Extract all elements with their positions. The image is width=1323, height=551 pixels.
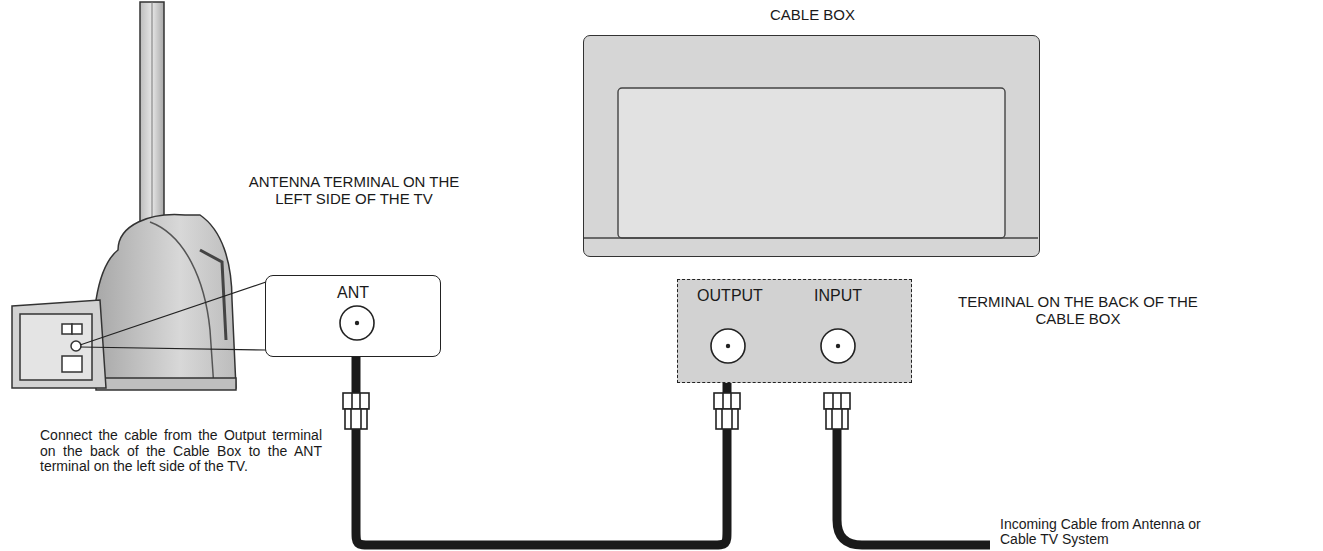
terminal-label: ANT <box>266 276 440 302</box>
tv-illustration <box>12 2 236 390</box>
coax-jack <box>340 306 374 340</box>
heading-label: INPUT <box>790 287 886 305</box>
heading-label: OUTPUT <box>680 287 780 305</box>
antenna-terminal-box: ANTENNA TERMINAL ON THE LEFT SIDE OF THE… <box>265 275 441 357</box>
incoming-cable <box>837 425 990 545</box>
tv-stand <box>96 215 236 388</box>
heading-label: ANTENNA TERMINAL ON THE LEFT SIDE OF THE… <box>246 174 462 208</box>
leader-line <box>80 282 266 350</box>
tv-panel <box>140 2 164 242</box>
coax-jack <box>711 329 745 363</box>
f-connector <box>343 393 369 429</box>
heading-label: CABLE BOX <box>584 7 1041 24</box>
heading-label: TERMINAL ON THE BACK OF THE CABLE BOX <box>948 294 1208 328</box>
tv-side-panel <box>12 300 106 388</box>
coax-jack <box>821 329 855 363</box>
terminal-panel: OUTPUTINPUTTERMINAL ON THE BACK OF THE C… <box>677 279 912 383</box>
coax-cable <box>356 357 727 545</box>
f-connector <box>824 393 850 429</box>
instruction-note: Connect the cable from the Output termin… <box>40 428 322 475</box>
cable-source-label: Incoming Cable from Antenna or Cable TV … <box>1000 517 1240 548</box>
cable-box: CABLE BOX <box>583 35 1040 257</box>
f-connector <box>714 393 740 429</box>
cabinet-detail <box>584 36 1038 255</box>
